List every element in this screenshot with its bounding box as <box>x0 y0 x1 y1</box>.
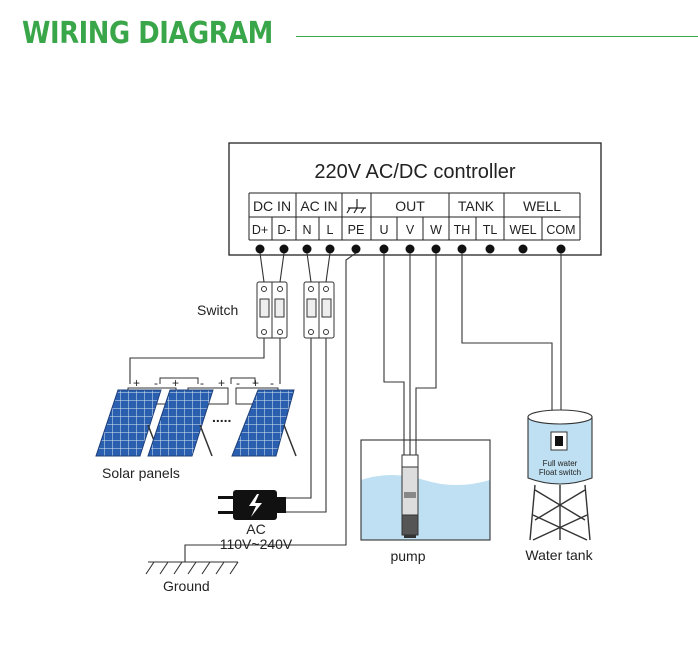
lightning-icon <box>249 494 262 517</box>
group-dc-in: DC IN <box>253 198 291 214</box>
terminal-u: U <box>379 223 388 237</box>
terminal-screws <box>255 244 566 254</box>
group-ac-in: AC IN <box>300 198 337 214</box>
ac-switch <box>303 281 335 339</box>
terminal-wel: WEL <box>509 223 536 237</box>
wires <box>129 252 562 562</box>
terminal-tl: TL <box>483 223 498 237</box>
svg-text:-: - <box>200 376 204 390</box>
terminal-n: N <box>302 223 311 237</box>
pump-label: pump <box>390 548 425 564</box>
ground-symbol-icon <box>145 561 239 575</box>
panel-ellipsis: ..... <box>212 409 231 425</box>
title-divider <box>296 36 698 37</box>
terminal-d-plus: D+ <box>252 223 268 237</box>
controller-title: 220V AC/DC controller <box>314 161 516 183</box>
svg-text:+: + <box>252 376 259 390</box>
controller: 220V AC/DC controller DC IN AC IN OUT <box>228 142 602 256</box>
dc-switch <box>256 281 288 339</box>
group-tank: TANK <box>458 198 495 214</box>
float-label-line1: Full water <box>543 459 578 468</box>
solar-panels: +-+ -+- +- ..... <box>95 376 297 457</box>
svg-text:+: + <box>133 376 140 390</box>
svg-text:+: + <box>172 376 179 390</box>
page-title: WIRING DIAGRAM <box>22 16 273 51</box>
terminal-com: COM <box>546 223 575 237</box>
solar-panel <box>147 387 229 457</box>
solar-panel <box>231 387 297 457</box>
switch-label: Switch <box>197 302 238 318</box>
terminal-w: W <box>430 223 442 237</box>
group-out: OUT <box>395 198 425 214</box>
well <box>360 439 491 541</box>
svg-text:+: + <box>218 376 225 390</box>
group-well: WELL <box>523 198 561 214</box>
svg-text:-: - <box>236 376 240 390</box>
solar-panels-label: Solar panels <box>102 465 180 481</box>
ac-voltage-label: 110V~240V <box>220 536 293 552</box>
pump-icon <box>401 454 419 538</box>
ac-plug <box>218 490 286 520</box>
water-tank <box>527 409 593 541</box>
terminal-l: L <box>327 223 334 237</box>
svg-text:-: - <box>154 376 158 390</box>
ground-label: Ground <box>163 578 210 594</box>
terminal-v: V <box>406 223 415 237</box>
svg-text:-: - <box>270 376 274 390</box>
terminal-th: TH <box>454 223 471 237</box>
earth-symbol-icon <box>346 199 366 214</box>
ac-label: AC <box>246 521 265 537</box>
water-tank-label: Water tank <box>525 547 593 563</box>
terminal-pe: PE <box>348 223 365 237</box>
terminal-d-minus: D- <box>277 223 290 237</box>
float-label-line2: Float switch <box>539 468 581 477</box>
